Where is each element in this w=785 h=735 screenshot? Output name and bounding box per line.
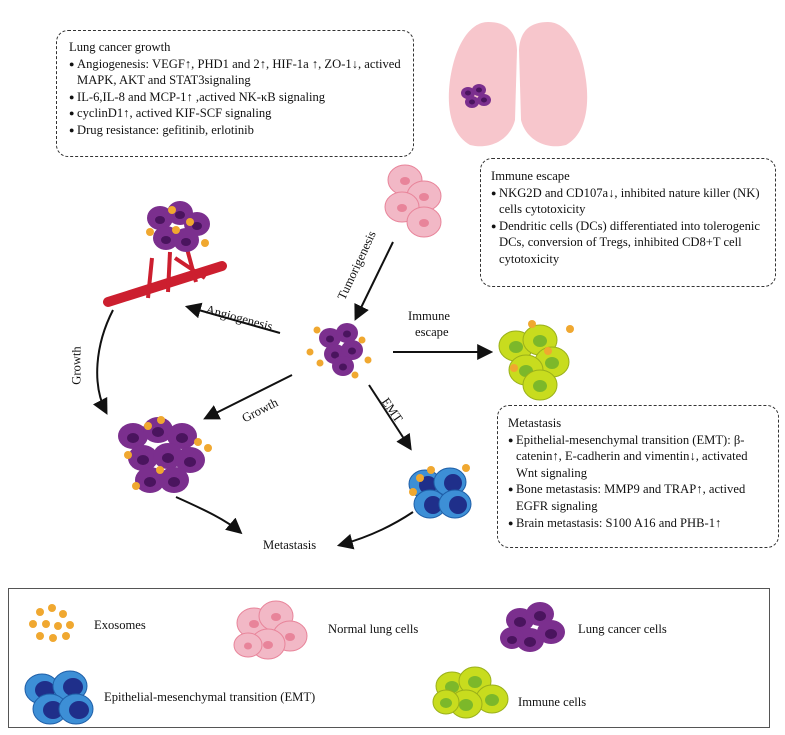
legend-immune-label: Immune cells [518, 695, 587, 709]
growth-box-title: Lung cancer growth [69, 40, 171, 54]
legend-cancer-label: Lung cancer cells [578, 622, 667, 636]
legend-exosomes-label: Exosomes [94, 618, 146, 632]
metastasis-item: Brain metastasis: S100 A16 and PHB-1↑ [508, 515, 770, 532]
growing-tumor [118, 416, 212, 493]
angiogenesis-tumor [146, 201, 210, 252]
immune-cells-cluster [498, 320, 574, 401]
legend-emt-label: Epithelial-mesenchymal transition (EMT) [104, 690, 316, 704]
lung-illustration [448, 22, 588, 147]
immune-item: Dendritic cells (DCs) differentiated int… [491, 218, 767, 268]
normal-cells-cluster [384, 164, 442, 238]
growth-info-box: Lung cancer growth Angiogenesis: VEGF↑, … [56, 30, 414, 157]
metastasis-item: Bone metastasis: MMP9 and TRAP↑, actived… [508, 481, 770, 514]
label-escape: escape [415, 325, 449, 339]
growth-item: cyclinD1↑, actived KIF-SCF signaling [69, 105, 403, 122]
metastasis-box-title: Metastasis [508, 416, 562, 430]
growth-item: IL-6,IL-8 and MCP-1↑ ,actived NK-κB sign… [69, 89, 403, 106]
emt-cells-cluster [408, 464, 472, 519]
lung-tumor [461, 84, 491, 108]
immune-box-title: Immune escape [491, 169, 570, 183]
arrow-growth-left [93, 309, 114, 415]
metastasis-item: Epithelial-mesenchymal transition (EMT):… [508, 432, 770, 482]
label-immune: Immune [408, 309, 450, 323]
arrow-emt [368, 384, 412, 451]
arrow-angiogenesis [184, 302, 281, 334]
metastasis-info-box: Metastasis Epithelial-mesenchymal transi… [497, 405, 779, 548]
legend-normal-icon [233, 600, 308, 660]
arrow-tumorigenesis [354, 241, 394, 321]
legend-box [8, 588, 770, 728]
central-tumor [306, 323, 372, 379]
immune-info-box: Immune escape NKG2D and CD107a↓, inhibit… [480, 158, 776, 287]
growth-item: Angiogenesis: VEGF↑, PHD1 and 2↑, HIF-1a… [69, 56, 403, 89]
legend-exosomes-icon [29, 604, 74, 642]
label-metastasis: Metastasis [263, 538, 317, 552]
label-growth-left: Growth [69, 346, 84, 385]
angiogenesis-vessels [103, 244, 227, 307]
arrow-metastasis-left [175, 496, 243, 535]
arrow-growth-center [203, 374, 293, 420]
arrows [93, 241, 494, 550]
legend-immune-icon [432, 666, 509, 719]
immune-item: NKG2D and CD107a↓, inhibited nature kill… [491, 185, 767, 218]
legend-emt-icon [24, 670, 94, 725]
legend-cancer-icon [500, 602, 565, 652]
legend-normal-label: Normal lung cells [328, 622, 419, 636]
growth-item: Drug resistance: gefitinib, erlotinib [69, 122, 403, 139]
arrow-metastasis-right [336, 511, 414, 550]
